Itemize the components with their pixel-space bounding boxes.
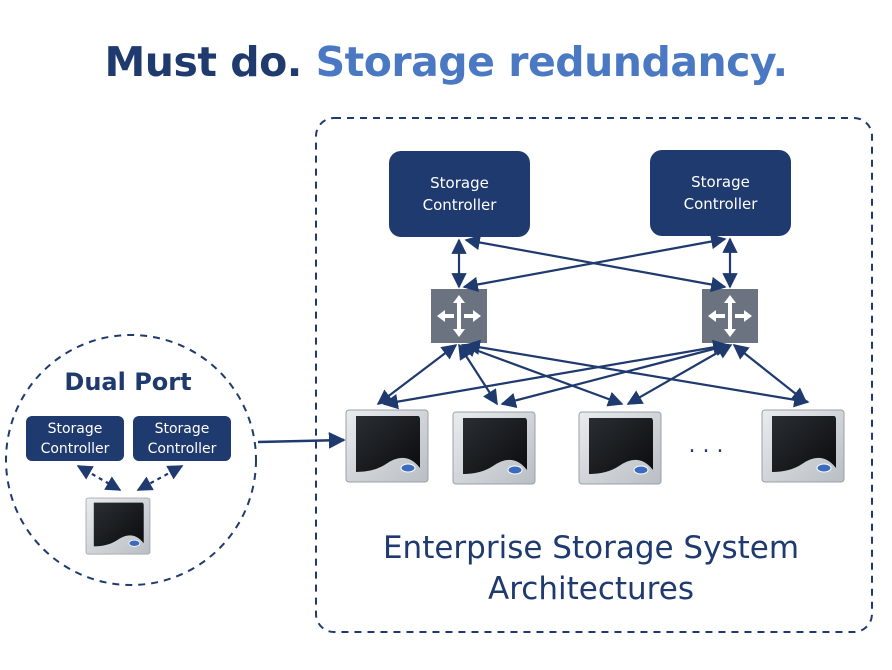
slide-title: Must do. Storage redundancy. (0, 38, 892, 86)
network-switch-icon (702, 289, 758, 343)
dual-port-controller-1: Storage Controller (26, 416, 124, 461)
title-part-2: Storage redundancy. (315, 38, 788, 86)
network-switch-icon (431, 289, 487, 343)
dual-port-label: Dual Port (64, 368, 191, 396)
enterprise-caption-line2: Architectures (488, 571, 694, 607)
controller-switch-links (451, 233, 738, 293)
dual-port-to-enterprise-arrow (257, 431, 346, 449)
ssd-drive-icon (452, 411, 536, 485)
ssd-drive-icon (761, 409, 845, 483)
switch-drive-links (376, 339, 810, 410)
enterprise-system-frame (315, 117, 873, 633)
ssd-drive-icon (85, 497, 151, 555)
ssd-drive-icon (345, 409, 429, 483)
dual-port-frame (5, 334, 257, 586)
controller-label-line1: Storage (48, 421, 103, 437)
controller-label-line2: Controller (41, 441, 110, 457)
enterprise-caption-line1: Enterprise Storage System (383, 530, 799, 566)
drive-ellipsis: . . . (689, 433, 724, 458)
dual-port-links (76, 465, 184, 491)
enterprise-controller-1: Storage Controller (389, 151, 530, 237)
title-part-1: Must do. (104, 38, 302, 86)
controller-label-line1: Storage (430, 174, 489, 192)
controller-label-line2: Controller (423, 196, 498, 214)
controller-label-line2: Controller (148, 441, 217, 457)
enterprise-controller-2: Storage Controller (650, 150, 791, 236)
controller-label-line1: Storage (155, 421, 210, 437)
ssd-drive-icon (578, 411, 662, 485)
dual-port-controller-2: Storage Controller (133, 416, 231, 461)
controller-label-line2: Controller (684, 195, 759, 213)
controller-label-line1: Storage (691, 173, 750, 191)
